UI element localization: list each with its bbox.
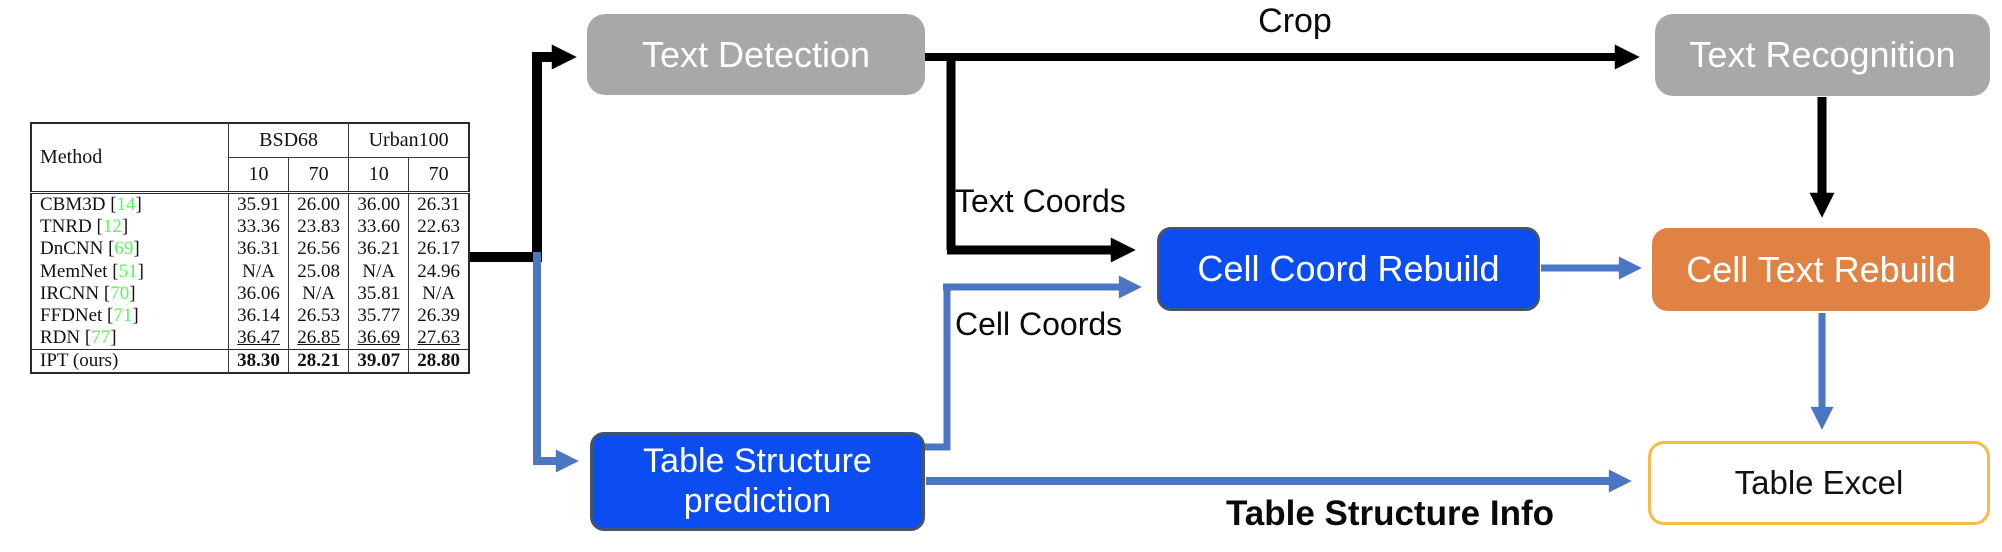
table-value-cell: 26.00 [288, 192, 350, 217]
text-coords-edge-label: Text Coords [955, 183, 1126, 219]
table-value-cell: N/A [227, 260, 290, 283]
table-method-cell: IRCNN [70] [30, 282, 229, 305]
table-value-cell: N/A [408, 282, 470, 305]
cell-text-rebuild-label: Cell Text Rebuild [1686, 248, 1956, 290]
table-method-cell: IPT (ours) [30, 348, 229, 373]
table-structure-prediction-node: Table Structure prediction [590, 432, 925, 531]
table-method-cell: DnCNN [69] [30, 238, 229, 261]
table-value-cell: 25.08 [288, 260, 350, 283]
text-recognition-label: Text Recognition [1689, 34, 1956, 75]
table-value-cell: 35.81 [348, 282, 410, 305]
table-method-cell: RDN [77] [30, 326, 229, 350]
table-header-sub: 70 [408, 157, 470, 195]
table-value-cell: 39.07 [348, 348, 410, 373]
table-value-cell: 36.21 [348, 238, 410, 261]
crop-edge-label: Crop [1258, 2, 1332, 40]
table-value-cell: 36.69 [348, 326, 410, 350]
table-value-cell: 26.31 [408, 192, 470, 217]
table-value-cell: 23.83 [288, 216, 350, 239]
table-value-cell: N/A [288, 282, 350, 305]
table-value-cell: 36.14 [227, 304, 290, 327]
citation-ref: 51 [118, 260, 138, 282]
table-value-cell: 26.17 [408, 238, 470, 261]
table-method-cell: TNRD [12] [30, 216, 229, 239]
citation-ref: 69 [114, 238, 134, 260]
table-method-cell: MemNet [51] [30, 260, 229, 283]
table-header-method: Method [30, 123, 229, 195]
table-value-cell: 26.39 [408, 304, 470, 327]
table-value-cell: 26.53 [288, 304, 350, 327]
cell-coords-edge-label: Cell Coords [955, 306, 1123, 342]
table-excel-label: Table Excel [1734, 464, 1904, 501]
table-value-cell: 24.96 [408, 260, 470, 283]
table-value-cell: 36.31 [227, 238, 290, 261]
cell-coord-rebuild-label: Cell Coord Rebuild [1197, 248, 1500, 289]
citation-ref: 12 [102, 216, 122, 238]
cell-text-rebuild-node: Cell Text Rebuild [1652, 228, 1990, 311]
table-value-cell: 26.85 [288, 326, 350, 350]
table-excel-node: Table Excel [1648, 441, 1990, 525]
cell-coord-rebuild-node: Cell Coord Rebuild [1157, 227, 1540, 311]
table-value-cell: 36.47 [227, 326, 290, 350]
table-structure-info-edge-label: Table Structure Info [1226, 494, 1554, 533]
table-value-cell: 22.63 [408, 216, 470, 239]
table-header-group: BSD68 [227, 123, 350, 159]
table-value-cell: 38.30 [227, 348, 290, 373]
table-value-cell: 33.60 [348, 216, 410, 239]
table-value-cell: 35.77 [348, 304, 410, 327]
table-value-cell: 28.80 [408, 348, 470, 373]
table-structure-prediction-label-line1: Table Structure [643, 442, 872, 481]
table-structure-prediction-label-line2: prediction [683, 481, 832, 520]
citation-ref: 70 [110, 282, 130, 304]
table-method-cell: CBM3D [14] [30, 192, 229, 217]
table-value-cell: 36.00 [348, 192, 410, 217]
table-value-cell: 36.06 [227, 282, 290, 305]
table-value-cell: N/A [348, 260, 410, 283]
table-value-cell: 26.56 [288, 238, 350, 261]
table-value-cell: 35.91 [227, 192, 290, 217]
text-detection-node: Text Detection [587, 14, 925, 95]
citation-ref: 71 [113, 304, 133, 326]
table-header-sub: 70 [288, 157, 350, 195]
table-value-cell: 28.21 [288, 348, 350, 373]
table-header-sub: 10 [348, 157, 410, 195]
table-method-cell: FFDNet [71] [30, 304, 229, 327]
text-detection-label: Text Detection [641, 33, 871, 75]
citation-ref: 77 [91, 326, 111, 348]
text-recognition-node: Text Recognition [1655, 14, 1990, 96]
citation-ref: 14 [116, 194, 136, 216]
table-value-cell: 33.36 [227, 216, 290, 239]
table-header-sub: 10 [227, 157, 290, 195]
table-value-cell: 27.63 [408, 326, 470, 350]
table-header-group: Urban100 [348, 123, 470, 159]
